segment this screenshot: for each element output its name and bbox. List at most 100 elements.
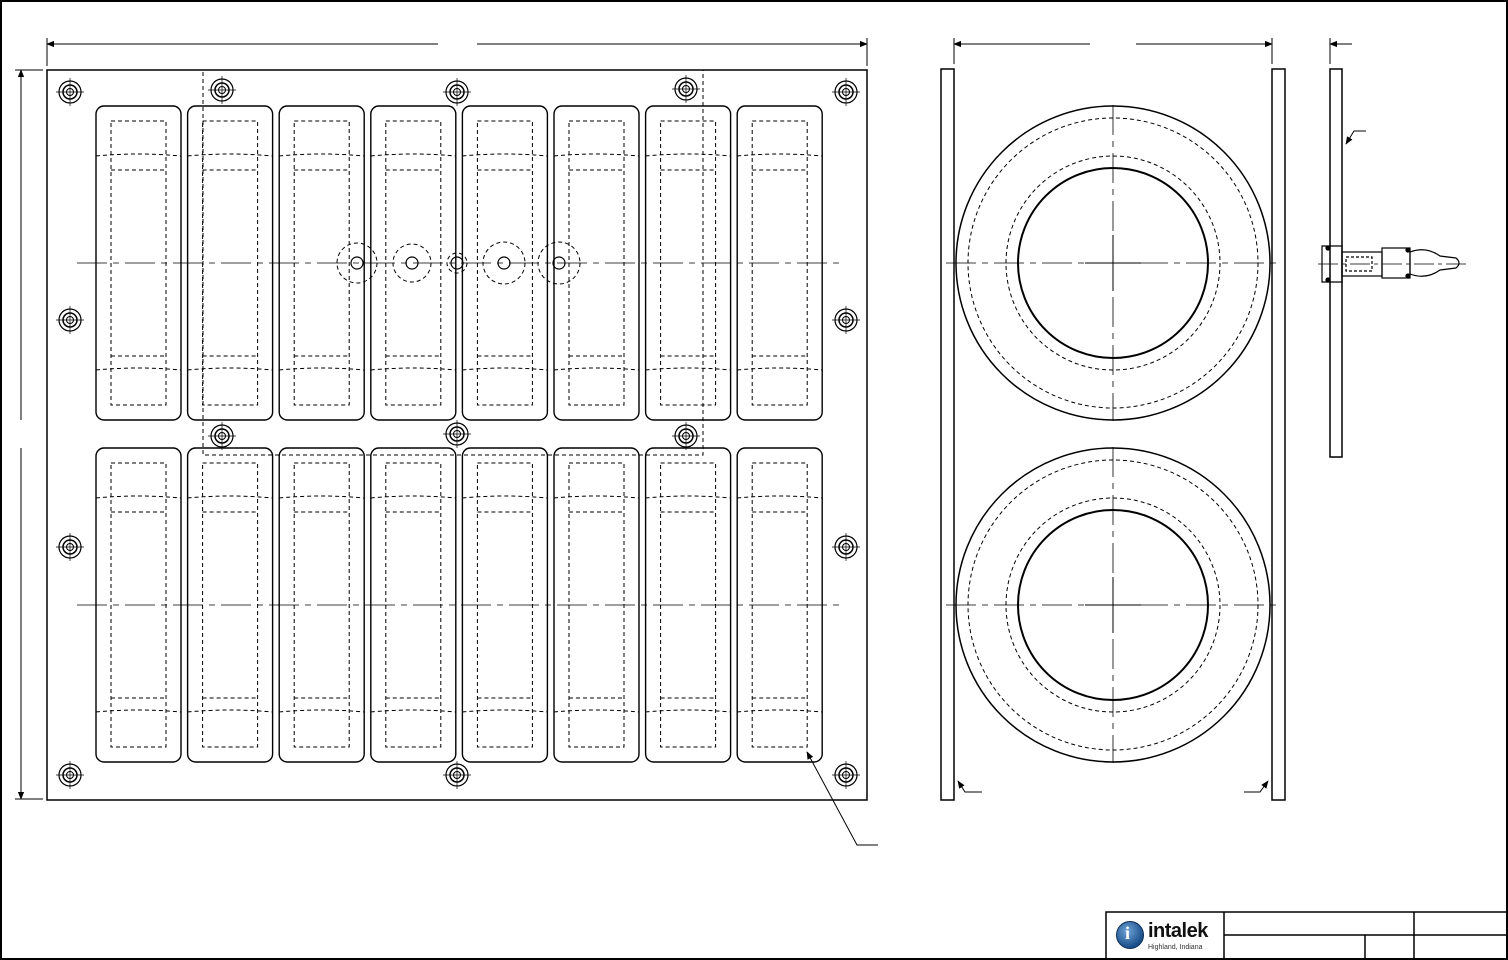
pocket-hidden-cavity (293, 120, 350, 406)
port-hole (392, 243, 432, 283)
pocket-lower-rib (279, 367, 365, 371)
pocket-hidden-cavity (110, 462, 167, 748)
pocket-outline (553, 105, 640, 421)
leader-line (806, 751, 878, 846)
pocket-upper-rib (95, 495, 182, 499)
pocket-lower-rib (95, 367, 182, 371)
pocket (736, 447, 823, 763)
bolt-hole (443, 420, 471, 448)
ring-section (946, 447, 1280, 763)
bolt-hole (56, 306, 84, 334)
pocket-lower-rib (645, 709, 731, 713)
pocket (370, 447, 457, 763)
pocket (553, 447, 640, 763)
bolt-hole (56, 533, 84, 561)
pocket (461, 447, 549, 763)
pocket (186, 447, 274, 763)
pocket-lower-rib (737, 367, 823, 371)
pocket-upper-rib (737, 153, 823, 157)
pocket-hidden-cavity (110, 120, 167, 406)
pocket-outline (736, 447, 823, 763)
section-view (940, 38, 1286, 801)
pocket (736, 105, 823, 421)
bolt-hole (832, 533, 860, 561)
pocket-lower-rib (645, 367, 731, 371)
company-logo: intalek Highland, Indiana (1110, 915, 1220, 955)
pocket-hidden-cavity (385, 462, 442, 748)
pocket (95, 447, 182, 763)
bolt-hole (672, 75, 700, 103)
height-dimension (15, 69, 43, 800)
pocket-upper-rib (370, 495, 456, 499)
pocket-upper-rib (187, 153, 273, 157)
ring-hidden-inner (1005, 155, 1221, 371)
pocket (461, 105, 549, 421)
pocket (644, 447, 732, 763)
side-view (1318, 38, 1466, 458)
right-leader (1244, 780, 1269, 793)
pocket (95, 105, 182, 421)
left-flange (940, 68, 955, 801)
pocket-outline (461, 447, 549, 763)
pocket-hidden-cavity (476, 462, 533, 748)
bolt-hole (443, 761, 471, 789)
bolt-hole (208, 76, 236, 104)
pocket-hidden-cavity (476, 120, 533, 406)
pocket-outline (278, 105, 365, 421)
pocket-upper-rib (95, 153, 182, 157)
pocket-lower-rib (95, 709, 182, 713)
pocket-outline (95, 105, 182, 421)
port-hole (537, 241, 581, 285)
bolt-hole (56, 761, 84, 789)
pocket (186, 105, 274, 421)
pocket-lower-rib (553, 709, 640, 713)
pocket-outline (370, 447, 457, 763)
pocket (644, 105, 732, 421)
pocket-hidden-cavity (202, 462, 259, 748)
pocket-upper-rib (279, 495, 365, 499)
pocket-hidden-cavity (660, 120, 717, 406)
pocket-hidden-cavity (660, 462, 717, 748)
pocket-upper-rib (279, 153, 365, 157)
bolt-hole (832, 306, 860, 334)
pocket-outline (736, 105, 823, 421)
bolt-hole (56, 78, 84, 106)
bolt-hole (832, 78, 860, 106)
pocket-lower-rib (370, 709, 456, 713)
pocket-upper-rib (645, 495, 731, 499)
pocket-lower-rib (737, 709, 823, 713)
pocket-outline (186, 447, 274, 763)
pocket-upper-rib (553, 495, 640, 499)
company-name: intalek (1148, 919, 1208, 942)
pocket-outline (95, 447, 182, 763)
front-view (15, 38, 878, 846)
ring-hidden-inner (1005, 497, 1221, 713)
pocket-upper-rib (737, 495, 823, 499)
section-width-dimension (953, 38, 1273, 64)
bolt-hole (443, 78, 471, 106)
side-leader (1345, 130, 1366, 145)
pocket-lower-rib (553, 367, 640, 371)
pocket-hidden-cavity (202, 120, 259, 406)
pocket-hidden-cavity (568, 120, 625, 406)
port-hole (482, 241, 526, 285)
pocket-outline (553, 447, 640, 763)
valve-fitting (1318, 245, 1466, 283)
pocket-upper-rib (553, 153, 640, 157)
left-leader (957, 780, 982, 793)
side-plate (1329, 68, 1343, 458)
bolt-hole (208, 422, 236, 450)
pocket-upper-rib (645, 153, 731, 157)
pocket-outline (644, 105, 732, 421)
ring-section (946, 105, 1280, 421)
hidden-frame (202, 69, 704, 456)
pocket-hidden-cavity (568, 462, 625, 748)
pocket-outline (278, 447, 365, 763)
port-hole (446, 252, 468, 274)
pocket-lower-rib (187, 709, 273, 713)
pocket-lower-rib (187, 367, 273, 371)
bolt-hole (832, 761, 860, 789)
logo-icon (1116, 921, 1144, 949)
pocket-upper-rib (187, 495, 273, 499)
